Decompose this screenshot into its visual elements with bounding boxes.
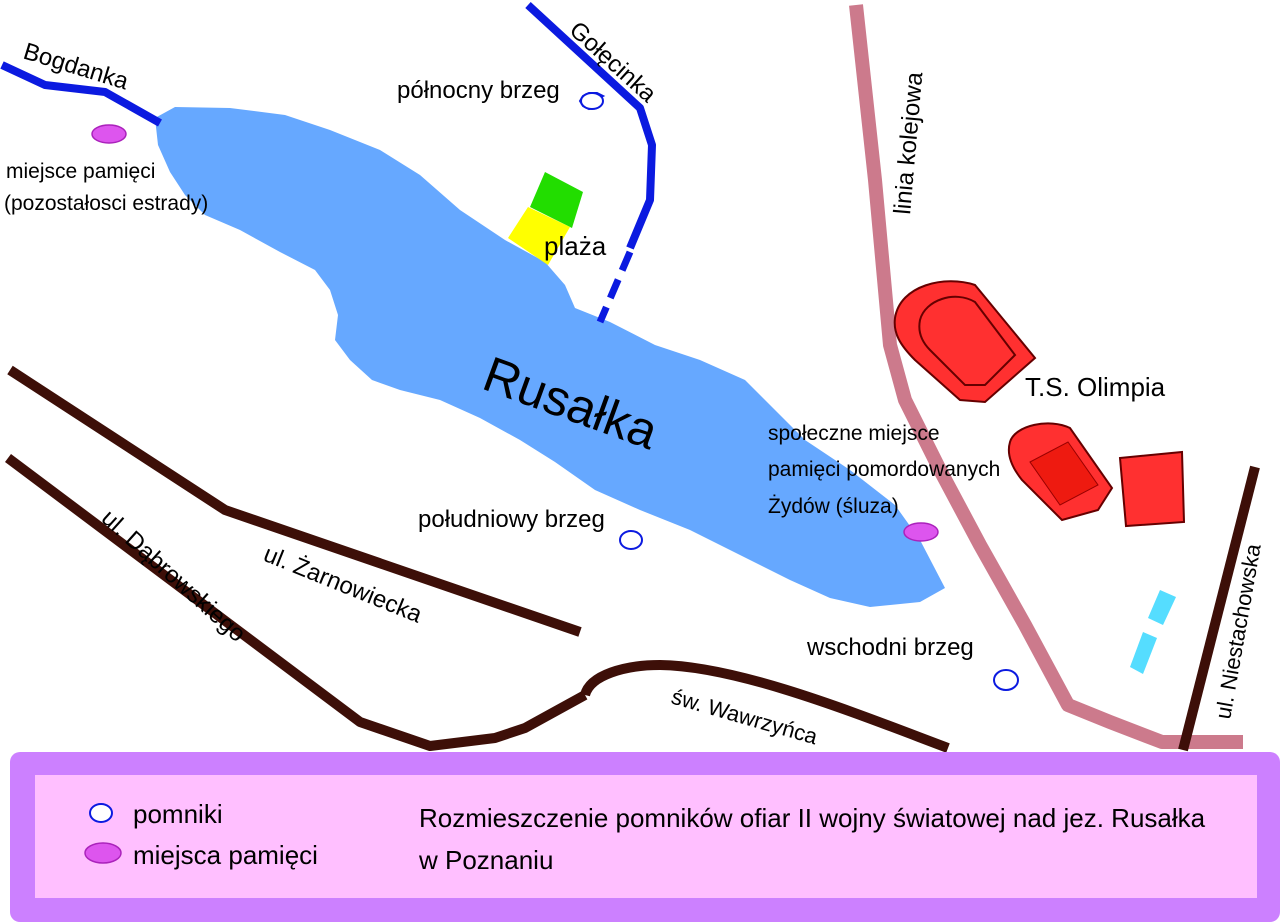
stadium-secondary-field (1029, 441, 1099, 506)
lake-rusalka (155, 107, 945, 607)
stream-golecinka (525, 2, 656, 250)
stream-bogdanka (0, 61, 162, 127)
memorial-marker-west[interactable] (91, 124, 127, 144)
east-shore-label: wschodni brzeg (806, 634, 974, 661)
street-niestachowska (1178, 465, 1260, 752)
north-shore-label: północny brzeg (397, 77, 560, 104)
memorial-west-label-line2: (pozostałosci estrady) (4, 192, 208, 215)
railway-label: linia kolejowa (889, 70, 928, 215)
street-niestachowska-label: ul. Niestachowska (1210, 541, 1266, 721)
pond-2 (1130, 632, 1157, 674)
sports-hall (1118, 450, 1186, 528)
railway-line (849, 4, 1243, 749)
memorial-marker-jewish[interactable] (903, 522, 939, 542)
legend-monument-icon (89, 803, 113, 823)
stream-golecinka-label: Gołęcinka (564, 16, 662, 108)
stadium-main-inner (918, 295, 1017, 386)
legend-title-line2: w Poznaniu (418, 845, 553, 875)
jewish-memorial-label-line2: pamięci pomordowanych (768, 458, 1000, 481)
beach-sand (508, 207, 570, 265)
legend-memorial-icon (84, 842, 122, 864)
stadium-main (893, 280, 1037, 404)
jewish-memorial-label-line1: społeczne miejsce (768, 422, 940, 445)
legend-panel (35, 775, 1257, 898)
beach-label: plaża (544, 231, 607, 261)
monument-marker-south[interactable] (619, 530, 643, 550)
memorial-west-label-line1: miejsce pamięci (6, 160, 155, 183)
legend-memorial-places-label: miejsca pamięci (133, 840, 318, 870)
legend: pomniki miejsca pamięci Rozmieszczenie p… (10, 752, 1280, 922)
street-dabrowskiego-wawrzynca (5, 454, 588, 751)
legend-title-line1: Rozmieszczenie pomników ofiar II wojny ś… (419, 803, 1206, 833)
monument-marker-east[interactable] (993, 669, 1019, 691)
south-shore-label: południowy brzeg (418, 506, 605, 533)
jewish-memorial-label-line3: Żydów (śluza) (768, 495, 899, 518)
legend-monuments-label: pomniki (133, 799, 223, 829)
stadium-label: T.S. Olimpia (1025, 372, 1166, 402)
street-zarnowiecka (7, 365, 582, 637)
stream-golecinka-culvert (596, 250, 634, 324)
monument-marker-north-body[interactable] (580, 92, 604, 110)
beach-grass (530, 172, 583, 228)
street-dabrowskiego-label: ul. Dąbrowskiego (96, 504, 251, 647)
pond-1 (1148, 590, 1176, 625)
street-wawrzynca (580, 659, 950, 753)
